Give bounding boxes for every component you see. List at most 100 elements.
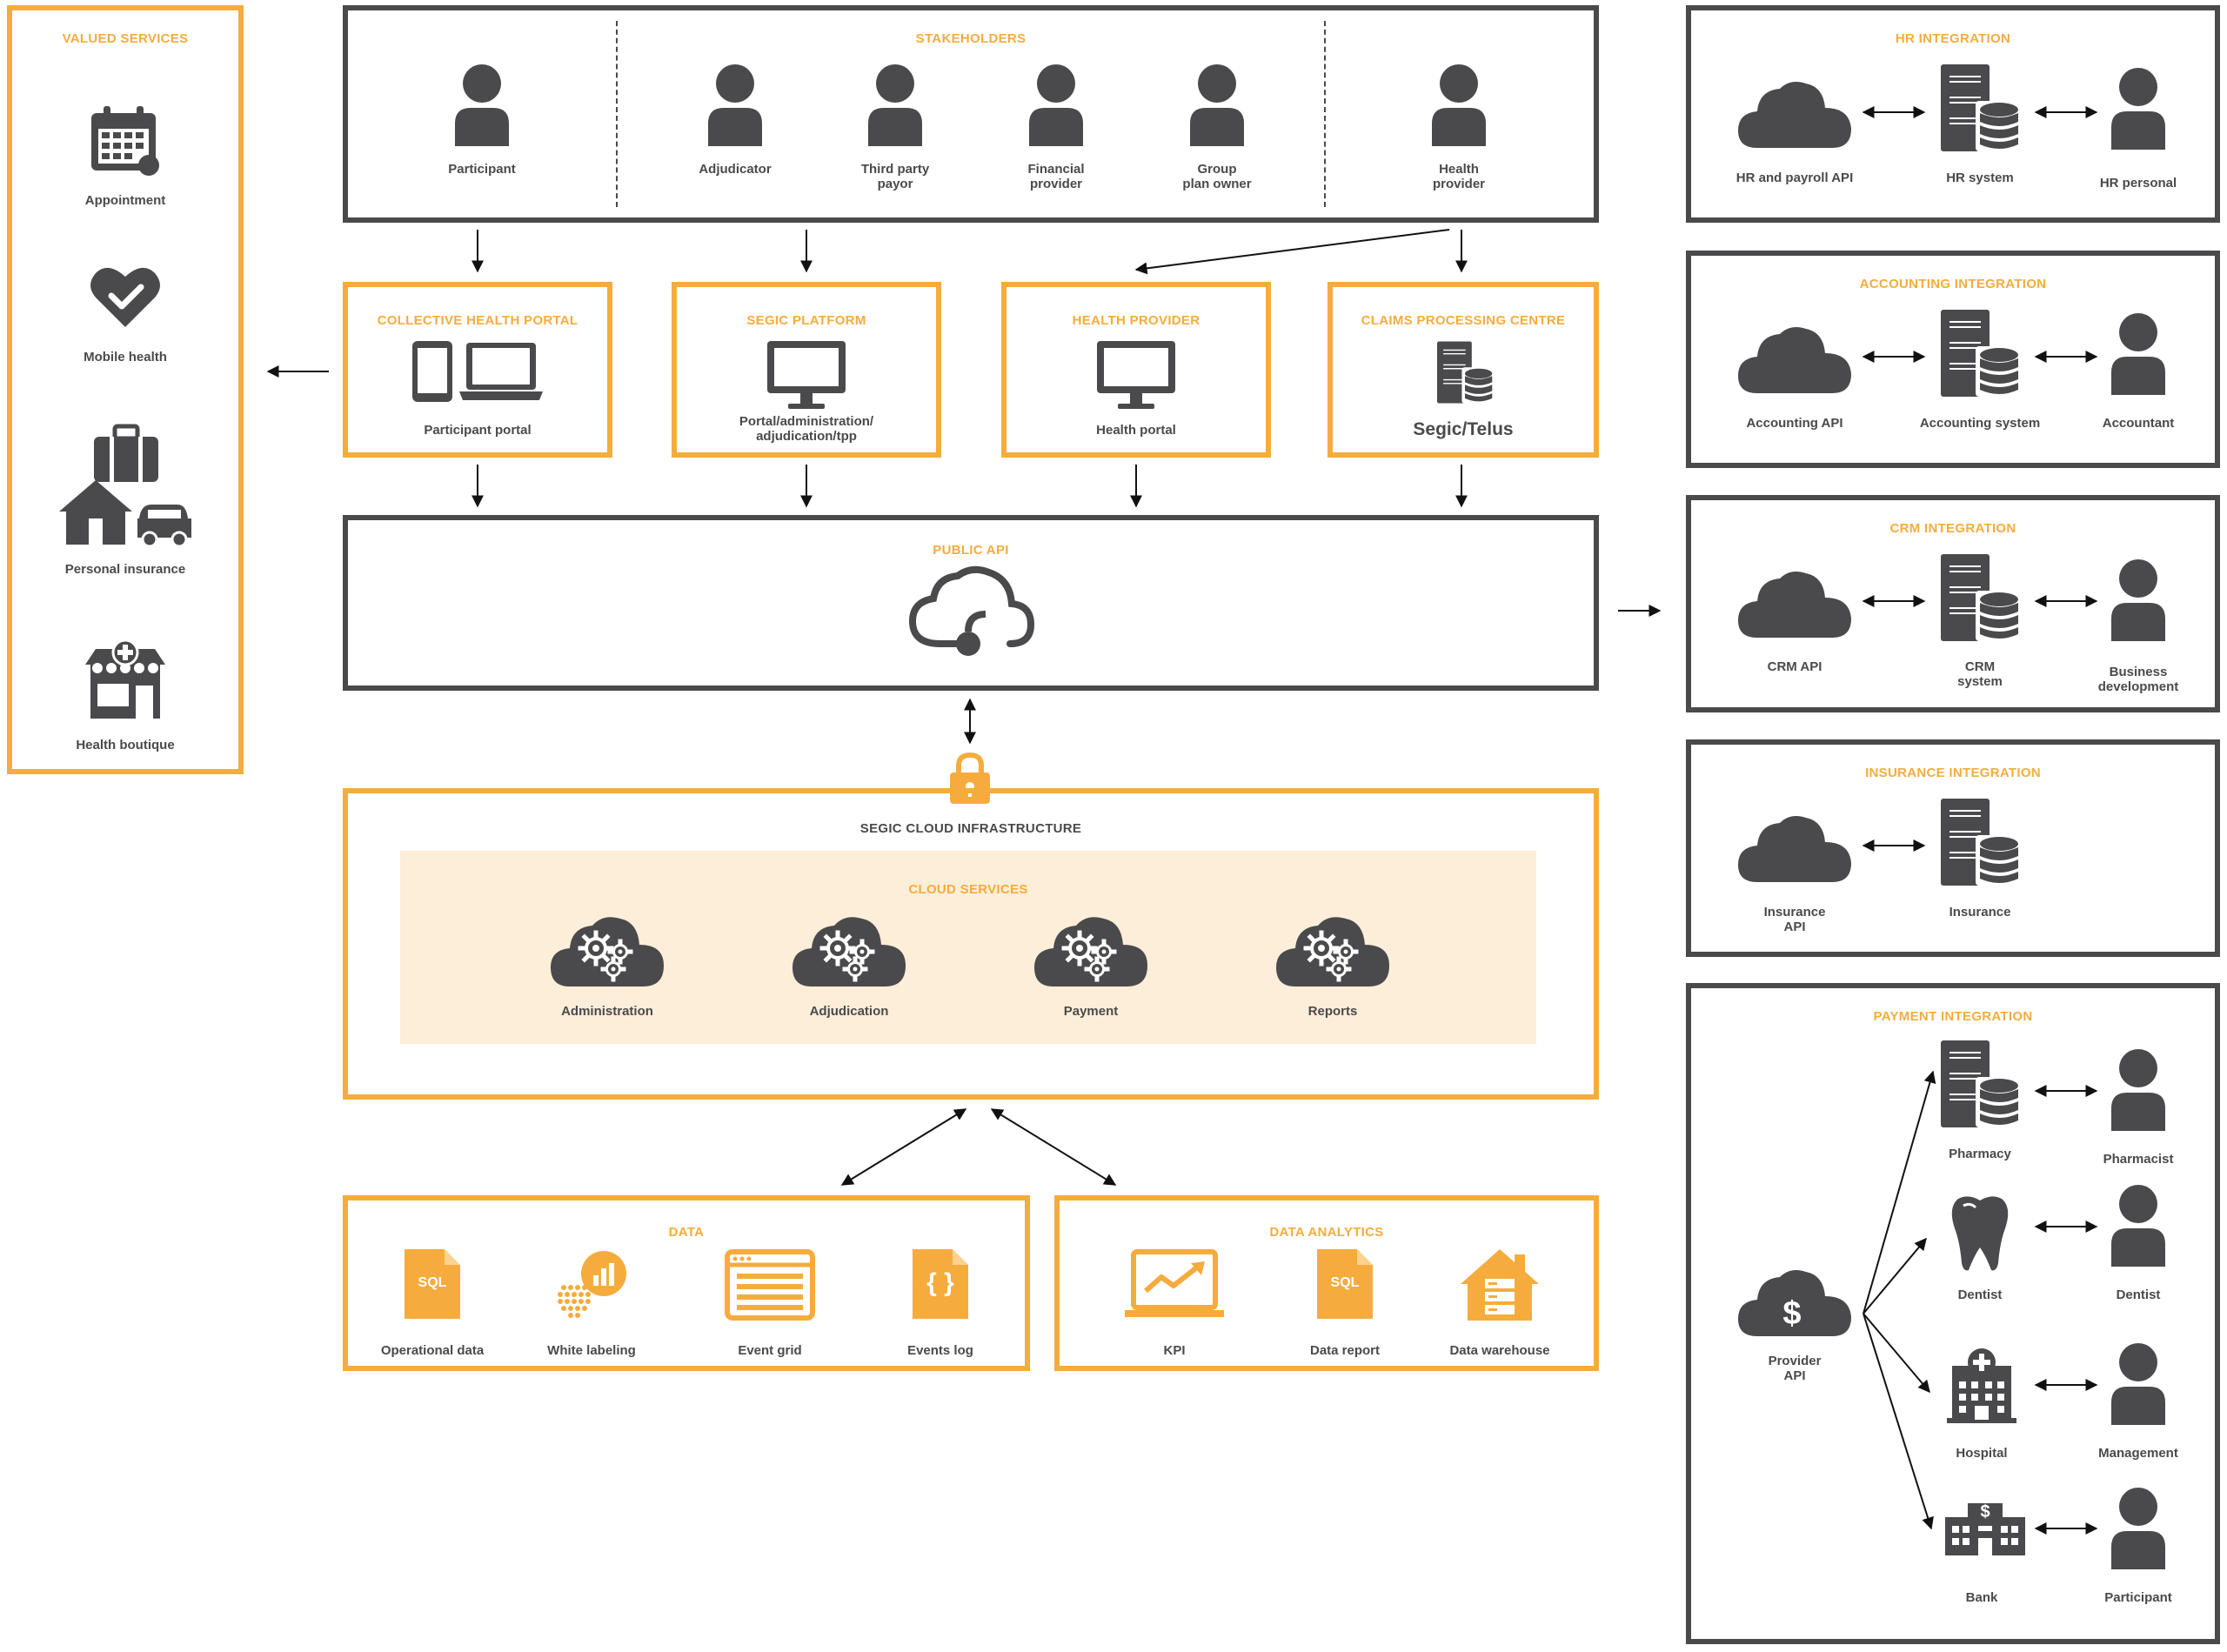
portal-label: Portal/administration/ adjudication/tpp (739, 414, 874, 444)
payment-entity-label: Dentist (1957, 1287, 2003, 1302)
segic-platform-panel: SEGIC PLATFORM (672, 282, 941, 458)
data-panel: DATA (343, 1195, 1030, 1371)
suitcase-house-car-icon (59, 424, 191, 546)
valued-services-title: VALUED SERVICES (62, 31, 189, 46)
server-icon (1941, 1040, 2019, 1127)
gear-cloud-icon (792, 910, 906, 988)
shop-icon (85, 640, 165, 719)
sql-file-icon: SQL (405, 1249, 460, 1319)
person-icon (2108, 311, 2169, 395)
payment-entity-label: Hospital (1956, 1446, 2008, 1461)
valued-service-personal-insurance-label: Personal insurance (64, 562, 186, 577)
integration-api-label: CRM API (1767, 659, 1822, 674)
integration-person-label: Accountant (2102, 416, 2175, 431)
integration-api-label: HR and payroll API (1735, 171, 1854, 185)
third-party-payor-person-icon (865, 63, 926, 146)
cloud-service-label: Administration (561, 1004, 653, 1019)
cloud-icon (1738, 568, 1851, 638)
payment-person-label: Participant (2104, 1590, 2172, 1605)
gear-cloud-icon (1034, 910, 1147, 988)
chart-bubble-icon (558, 1251, 626, 1318)
person-icon (2108, 1341, 2169, 1425)
valued-service-mobile-health-label: Mobile health (84, 350, 167, 365)
cloud-icon (1738, 324, 1851, 393)
adjudicator-person-icon (705, 63, 766, 146)
portal-label: Health portal (1096, 423, 1176, 438)
person-icon (2108, 1183, 2169, 1267)
data-item-label: White labeling (547, 1343, 636, 1358)
monitor-icon (1097, 341, 1175, 411)
stakeholder-participant-label: Participant (448, 162, 516, 177)
cloud-icon (1738, 78, 1851, 148)
portal-title: COLLECTIVE HEALTH PORTAL (377, 313, 578, 328)
integration-system-label: Insurance (1949, 905, 2011, 920)
stakeholders-title: STAKEHOLDERS (915, 31, 1027, 46)
valued-service-health-boutique-label: Health boutique (76, 738, 175, 752)
data-item-label: Event grid (738, 1343, 802, 1358)
calendar-icon (91, 106, 159, 176)
data-title: DATA (668, 1225, 705, 1240)
payment-person-label: Management (2098, 1446, 2178, 1461)
stakeholder-financial-provider-label: Financial provider (1027, 162, 1085, 191)
health-provider-portal-panel: HEALTH PROVIDER (1001, 282, 1271, 458)
svg-text:$: $ (1980, 1502, 1990, 1522)
payment-api-label: Provider API (1768, 1354, 1822, 1383)
insurance-integration-panel: INSURANCE INTEGRATION (1686, 739, 2220, 957)
cloud-service-label: Adjudication (809, 1004, 889, 1019)
valued-service-appointment-label: Appointment (84, 193, 166, 208)
json-file-icon: { } (913, 1249, 968, 1319)
payment-person-label: Pharmacist (2103, 1152, 2174, 1167)
stakeholders-panel: STAKEHOLDERS (343, 5, 1599, 223)
participant-person-icon (451, 63, 512, 146)
portal-label: Participant portal (424, 423, 532, 438)
svg-text:$: $ (1782, 1295, 1801, 1332)
valued-services-panel: VALUED SERVICES (7, 5, 244, 774)
cloud-api-icon (908, 565, 1035, 656)
server-icon (1941, 64, 2019, 151)
integration-system-label: Accounting system (1919, 416, 2041, 431)
integration-title: ACCOUNTING INTEGRATION (1859, 277, 2047, 291)
cloud-icon (1738, 813, 1851, 882)
data-item-label: Events log (907, 1343, 973, 1358)
integration-title: CRM INTEGRATION (1889, 521, 2016, 536)
sql-badge: SQL (418, 1275, 447, 1290)
payment-person-label: Dentist (2116, 1287, 2161, 1302)
warehouse-icon (1461, 1249, 1539, 1321)
sql-file-icon: SQL (1317, 1249, 1373, 1319)
browser-window-icon (725, 1249, 815, 1321)
hr-integration-panel: HR INTEGRATION (1686, 5, 2220, 223)
portal-title: HEALTH PROVIDER (1072, 313, 1200, 328)
integration-system-label: CRM system (1957, 659, 2003, 689)
data-analytics-title: DATA ANALYTICS (1269, 1225, 1384, 1240)
server-icon (1941, 310, 2019, 397)
dollar-cloud-icon: $ (1738, 1267, 1851, 1336)
accounting-integration-panel: ACCOUNTING INTEGRATION (1686, 251, 2220, 468)
health-provider-person-icon (1428, 63, 1489, 146)
hospital-icon (1947, 1348, 2016, 1423)
tooth-icon (1951, 1196, 2009, 1271)
divider (1324, 21, 1326, 207)
integration-title: HR INTEGRATION (1895, 31, 2011, 46)
portal-title: SEGIC PLATFORM (746, 313, 866, 328)
stakeholder-group-plan-owner-label: Group plan owner (1182, 162, 1252, 191)
tablet-laptop-icon (412, 341, 543, 402)
integration-api-label: Accounting API (1746, 416, 1843, 431)
payment-entity-label: Bank (1965, 1590, 1998, 1605)
server-icon (1437, 341, 1493, 404)
analytics-item-label: Data warehouse (1449, 1343, 1550, 1358)
payment-entity-label: Pharmacy (1949, 1147, 2011, 1161)
bank-icon: $ (1945, 1502, 2025, 1555)
person-icon (2108, 1486, 2169, 1569)
gear-cloud-icon (1276, 910, 1389, 988)
cloud-service-label: Reports (1307, 1004, 1358, 1019)
portal-title: CLAIMS PROCESSING CENTRE (1361, 313, 1566, 328)
analytics-item-label: KPI (1163, 1343, 1186, 1358)
divider (616, 21, 618, 207)
gear-cloud-icon (551, 910, 664, 988)
payment-integration-panel: PAYMENT INTEGRATION (1686, 983, 2220, 1644)
integration-person-label: Business development (2097, 665, 2179, 694)
integration-title: PAYMENT INTEGRATION (1873, 1009, 2033, 1024)
public-api-panel: PUBLIC API (343, 515, 1599, 691)
integration-api-label: Insurance API (1763, 905, 1826, 934)
